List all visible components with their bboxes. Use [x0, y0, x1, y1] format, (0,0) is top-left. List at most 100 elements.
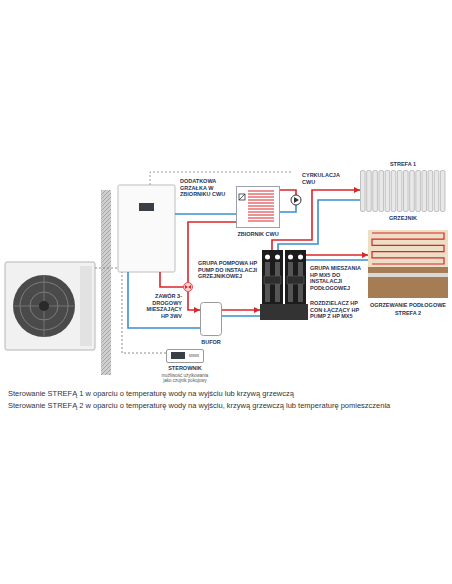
supply-pipe [160, 272, 183, 287]
circulation-pipe [280, 190, 296, 195]
heating-coil [248, 200, 274, 201]
floor-heating: OGRZEWANIE PODŁOGOWESTREFA 2 [368, 230, 448, 298]
node-label: ZBIORNIK CWU [226, 231, 290, 238]
wall-hatch [101, 190, 111, 375]
node-label: STEROWNIK [160, 365, 210, 372]
node-label: OGRZEWANIE PODŁOGOWE [368, 302, 448, 309]
heating-coil [248, 197, 274, 198]
radiator-fin [428, 171, 433, 212]
radiator: STREFA 1GRZEJNIK [360, 170, 446, 212]
floor-slab [368, 230, 448, 267]
pump-triangle [294, 197, 299, 203]
pipe-connector [188, 292, 200, 310]
device-gauge [265, 255, 270, 260]
radiator-fin [373, 171, 378, 212]
node-label: GRZEJNIK [360, 215, 446, 222]
pipe-connector [188, 222, 236, 282]
heating-coil [248, 194, 274, 195]
device-body [285, 250, 306, 304]
electric-heater [239, 194, 245, 200]
heating-coil [248, 209, 274, 210]
indoor-unit [118, 185, 175, 272]
controller-picture [166, 349, 204, 363]
radiator-fin [367, 171, 372, 212]
return-pipe [175, 213, 236, 215]
buffer-body [201, 303, 222, 336]
heating-coil [248, 206, 274, 207]
callout-label: DODATKOWA GRZAŁKA W ZBIORNIKU CWU [180, 178, 236, 198]
return-pipe [306, 259, 368, 261]
manifold-picture [260, 304, 308, 320]
device-gauge [298, 255, 303, 260]
fan-grille [13, 275, 75, 337]
pump-group-picture [262, 250, 283, 304]
pump-motor [287, 276, 304, 284]
three-way-valve: ZAWÓR 3-DROGOWY MIESZAJĄCY HP 3WV [183, 282, 193, 292]
electric-heater-mark [239, 194, 245, 200]
radiator-fin [422, 171, 427, 212]
radiator-fin [434, 171, 439, 212]
heating-coil [248, 191, 274, 192]
controller-body [167, 350, 204, 363]
buffer-tank-picture [200, 302, 222, 336]
refrigerant-line [95, 268, 118, 269]
valve-symbol [185, 285, 191, 289]
pipe-connector [306, 254, 368, 256]
radiator-picture [360, 170, 446, 212]
return-pipe [278, 200, 360, 250]
fan-hub [39, 301, 49, 311]
manifold: ROZDZIELACZ HP CON ŁĄCZĄCY HP PUMP Z HP … [260, 304, 308, 320]
mixing-group: GRUPA MIESZANIA HP MX5 DO INSTALACJI POD… [285, 250, 306, 304]
manifold-body [260, 304, 308, 320]
radiator-fin [440, 171, 445, 212]
controller-display [171, 352, 185, 359]
device-gauge [288, 255, 293, 260]
outdoor-side-panel [80, 266, 92, 346]
heating-coil [248, 221, 274, 222]
callout-label: CYRKULACJA CWU [302, 172, 346, 185]
radiator-fin [410, 171, 415, 212]
heating-coil [248, 215, 274, 216]
controller-buttons [189, 354, 199, 357]
node-label: GRUPA POMPOWA HP PUMP DO INSTALACJI GRZE… [198, 260, 258, 280]
hot-water-tank: ZBIORNIK CWU [236, 186, 280, 228]
hot-water-tank-picture [236, 186, 280, 228]
pump-group: GRUPA POMPOWA HP PUMP DO INSTALACJI GRZE… [262, 250, 283, 304]
fan-spokes [13, 275, 75, 337]
heating-coil [248, 218, 274, 219]
radiator-fin [416, 171, 421, 212]
valve-body [184, 283, 193, 292]
node-label: STREFA 2 [368, 310, 448, 317]
floor-insulation [368, 273, 448, 277]
radiator-fin [379, 171, 384, 212]
node-label: STREFA 1 [360, 161, 446, 168]
buffer-tank: BUFOR [200, 302, 222, 336]
node-label: ZAWÓR 3-DROGOWY MIESZAJĄCY HP 3WV [140, 293, 182, 319]
caption-line: Sterowanie STREFĄ 1 w oparciu o temperat… [8, 389, 448, 398]
device-body [262, 250, 283, 304]
radiator-fin [397, 171, 402, 212]
pipe-connector [272, 190, 360, 250]
node-label: BUFOR [191, 339, 231, 346]
circulation-pump [291, 195, 301, 205]
pipe-connector [222, 309, 260, 311]
radiator-fin [391, 171, 396, 212]
floor-heating-picture [368, 230, 448, 298]
mixing-group-picture [285, 250, 306, 304]
indoor-display [139, 203, 154, 211]
controller: STEROWNIKmożliwość użytkowania jako czuj… [166, 349, 204, 363]
tank-body [237, 187, 280, 228]
radiator-fin [385, 171, 390, 212]
caption-line: Sterowanie STREFĄ 2 w oparciu o temperat… [8, 401, 448, 410]
return-pipe [222, 315, 260, 317]
node-label: możliwość użytkowania jako czujnik pokoj… [158, 373, 212, 384]
floor-base [368, 267, 448, 298]
return-pipe [128, 272, 200, 328]
heating-coil [248, 212, 274, 213]
heating-coil [248, 203, 274, 204]
floor-heating-loop [372, 233, 444, 264]
radiator-fin [361, 171, 366, 212]
device-gauge [275, 255, 280, 260]
